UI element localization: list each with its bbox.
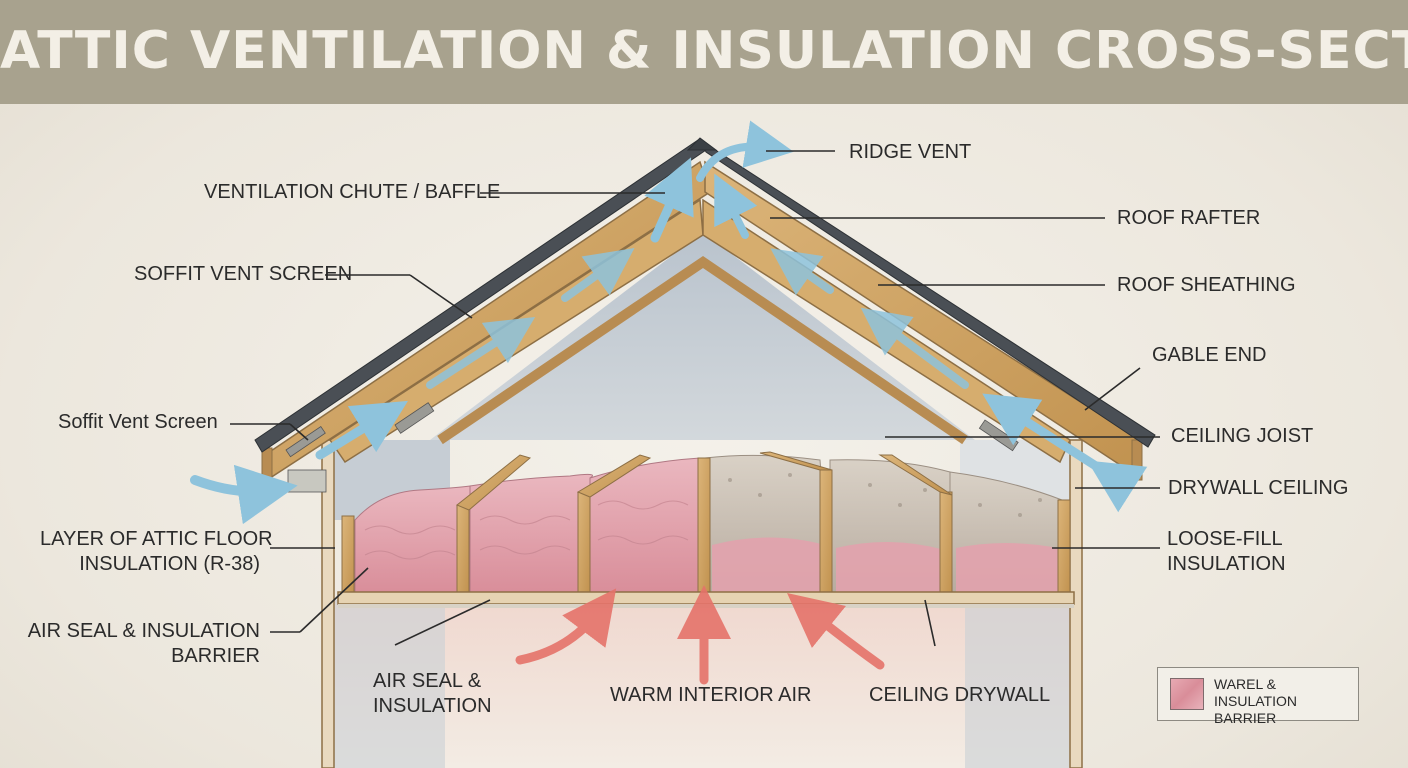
cool-airflow	[190, 120, 1148, 525]
right-wall-shadow	[965, 600, 1080, 768]
label-roof-sheathing: ROOF SHEATHING	[1117, 274, 1296, 296]
fascia-right	[1131, 439, 1143, 481]
label-roof-rafter: ROOF RAFTER	[1117, 207, 1261, 229]
left-flow-arrow-2	[561, 247, 635, 302]
batt-bay-1	[354, 485, 471, 593]
label-attic-floor-insulation: LAYER OF ATTIC FLOOR INSULATION (R-38)	[40, 527, 273, 577]
legend-label: WAREL & INSULATION BARRIER	[1214, 676, 1358, 727]
label-loose-fill-line2: INSULATION	[1167, 553, 1286, 575]
legend-insulation-swatch	[1170, 678, 1204, 710]
label-ridge-vent: RIDGE VENT	[849, 141, 972, 163]
ridge-exhaust-arrow	[696, 120, 794, 182]
label-attic-floor-insulation-line1: LAYER OF ATTIC FLOOR	[40, 528, 273, 550]
label-air-seal-barrier-line1: AIR SEAL & INSULATION	[27, 620, 260, 642]
warm-airflow	[515, 585, 885, 685]
left-wall-shadow	[325, 600, 445, 768]
batt-under-loose-3	[956, 543, 1058, 592]
fascia-left	[261, 447, 273, 481]
label-air-seal-insulation-line1: AIR SEAL &	[373, 670, 482, 692]
legend: WAREL & INSULATION BARRIER	[1157, 667, 1359, 726]
roof-shingles	[254, 137, 1156, 453]
legend-label-line1: WAREL &	[1214, 676, 1276, 692]
label-ceiling-drywall: CEILING DRYWALL	[869, 684, 1051, 706]
label-air-seal-insulation-line2: INSULATION	[373, 695, 492, 717]
right-flow-arrow-3	[860, 307, 969, 389]
right-flow-arrow-1	[714, 173, 758, 239]
insulation-layer	[354, 454, 1063, 593]
label-drywall-ceiling: DRYWALL CEILING	[1168, 477, 1349, 499]
label-air-seal-barrier: AIR SEAL & INSULATION BARRIER	[20, 619, 260, 669]
batt-under-loose-2	[836, 541, 945, 592]
gable-inner	[437, 255, 968, 445]
ceiling-drywall-strip	[338, 604, 1074, 608]
ceiling-plate	[337, 591, 1075, 605]
attic-space	[430, 232, 975, 440]
right-flow-arrow-2	[770, 248, 834, 296]
warm-arrow-right	[787, 592, 885, 670]
attic-cross-section	[190, 120, 1160, 768]
label-air-seal-barrier-line2: BARRIER	[171, 645, 260, 667]
label-gable-end: GABLE END	[1152, 344, 1267, 366]
legend-label-line2: INSULATION BARRIER	[1214, 693, 1297, 726]
left-intake-arrow	[315, 400, 408, 460]
label-air-seal-insulation: AIR SEAL & INSULATION	[373, 669, 492, 719]
label-loose-fill: LOOSE-FILL INSULATION	[1167, 527, 1286, 577]
title-bar: ATTIC VENTILATION & INSULATION CROSS-SEC…	[0, 0, 1408, 104]
label-ventilation-chute: VENTILATION CHUTE / BAFFLE	[204, 181, 501, 203]
label-attic-floor-insulation-line2: INSULATION (R-38)	[79, 553, 260, 575]
diagram-title: ATTIC VENTILATION & INSULATION CROSS-SEC…	[0, 21, 1408, 81]
label-loose-fill-line1: LOOSE-FILL	[1167, 528, 1283, 550]
ceiling-joists	[341, 451, 1071, 595]
label-soffit-vent-screen-lower: Soffit Vent Screen	[58, 411, 218, 433]
leader-lines	[230, 150, 1160, 647]
label-soffit-vent-screen-upper: SOFFIT VENT SCREEN	[134, 263, 353, 285]
label-warm-interior-air: WARM INTERIOR AIR	[610, 684, 812, 706]
label-ceiling-joist: CEILING JOIST	[1171, 425, 1314, 447]
soffit-intake-arrow	[190, 464, 298, 525]
warm-arrow-left	[515, 588, 617, 665]
left-flow-arrow-1	[426, 316, 536, 389]
right-exchange-arrow	[982, 393, 1148, 513]
batt-under-loose-1	[712, 537, 825, 592]
left-flow-arrow-3	[644, 157, 694, 243]
